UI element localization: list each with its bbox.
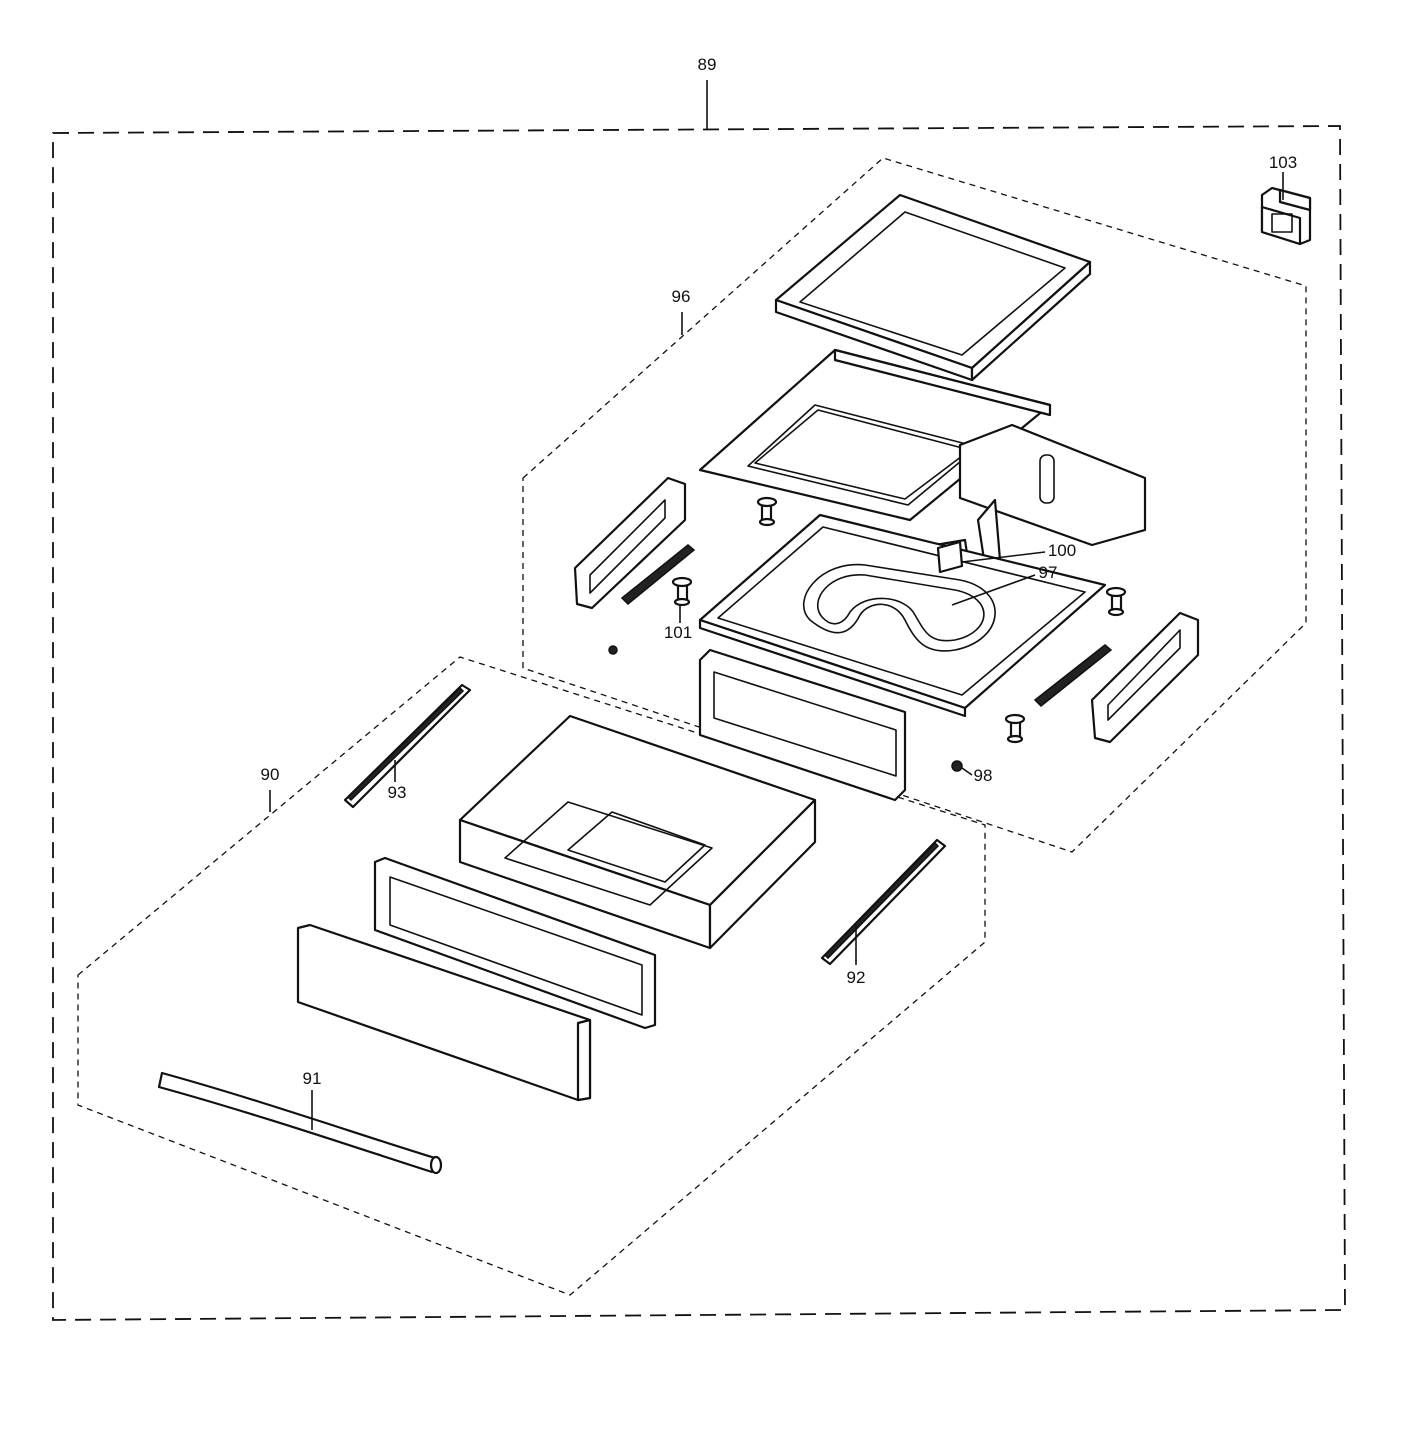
callout-100: 100 (1048, 541, 1076, 560)
callout-98: 98 (974, 766, 993, 785)
leader-98 (961, 767, 973, 776)
assembly-boundary-89 (52, 125, 1346, 1321)
callout-97: 97 (1039, 563, 1058, 582)
top-glass-frame (774, 193, 1092, 382)
screw-98 (951, 760, 963, 772)
leveling-foot-right (1105, 586, 1127, 617)
callout-101: 101 (664, 623, 692, 642)
callout-92: 92 (847, 968, 866, 987)
drawer-front-panel (296, 923, 592, 1102)
leveling-foot-101 (671, 576, 693, 607)
subassembly-boundary-96 (522, 157, 1307, 853)
bracket-part-103 (1260, 186, 1312, 246)
right-side-bracket (1090, 611, 1200, 744)
subassembly-boundary-90 (77, 656, 986, 1296)
left-runner-rail (620, 544, 696, 606)
drawer-box (458, 714, 817, 950)
leader-100 (961, 551, 1046, 563)
callout-89: 89 (698, 55, 717, 74)
leader-97 (951, 574, 1036, 606)
drawer-inner-frame (373, 856, 657, 1030)
cavity-front-frame (698, 648, 907, 802)
leveling-foot-front (1004, 713, 1026, 744)
leveling-foot-upper (756, 496, 778, 527)
callout-93: 93 (388, 783, 407, 802)
bottom-heater-pan (698, 513, 1107, 718)
screw-left (608, 645, 618, 655)
slide-rail-93 (343, 683, 472, 809)
slide-rail-92 (820, 838, 947, 966)
left-side-bracket (573, 476, 687, 610)
callout-103: 103 (1269, 153, 1297, 172)
right-runner-rail (1033, 644, 1113, 708)
callout-91: 91 (303, 1069, 322, 1088)
callout-96: 96 (672, 287, 691, 306)
rear-right-side-panel (958, 423, 1147, 547)
drawer-handle-91 (157, 1071, 443, 1175)
heating-element (803, 563, 996, 652)
sensor-bracket-100 (936, 540, 964, 574)
callout-90: 90 (261, 765, 280, 784)
